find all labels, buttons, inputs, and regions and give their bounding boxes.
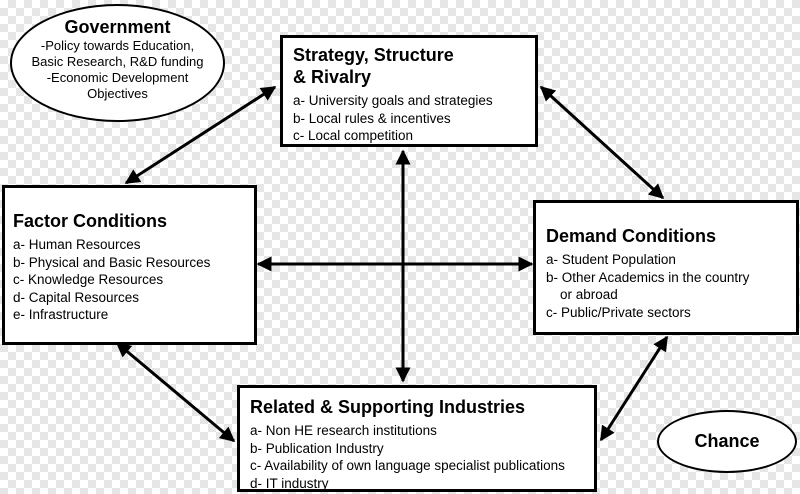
- list-item: a- University goals and strategies: [293, 93, 493, 108]
- arrow-strategy-demand: [539, 85, 665, 200]
- arrow-demand-related: [599, 335, 669, 442]
- factor-conditions-box: Factor Conditions a- Human Resources b- …: [2, 185, 257, 345]
- list-item: c- Knowledge Resources: [13, 272, 164, 287]
- list-item: a- Non HE research institutions: [250, 423, 437, 438]
- list-item: or abroad: [560, 287, 618, 302]
- list-item: b- Publication Industry: [250, 440, 384, 456]
- list-item: b- Local rules & incentives: [293, 110, 451, 126]
- government-item: Objectives: [87, 86, 148, 101]
- arrow-factor-related: [115, 341, 236, 443]
- strategy-title-line2: & Rivalry: [293, 67, 372, 87]
- government-ellipse: Government -Policy towards Education, Ba…: [10, 4, 225, 122]
- list-item: e- Infrastructure: [13, 307, 109, 322]
- related-list: a- Non HE research institutions b- Publi…: [250, 422, 586, 492]
- government-title: Government: [64, 17, 171, 37]
- demand-list: a- Student Population b- Other Academics…: [546, 251, 788, 321]
- related-supporting-industries-box: Related & Supporting Industries a- Non H…: [237, 385, 597, 492]
- factor-title: Factor Conditions: [13, 211, 167, 231]
- list-item: a- Human Resources: [13, 237, 141, 252]
- factor-list: a- Human Resources b- Physical and Basic…: [13, 236, 246, 324]
- demand-title: Demand Conditions: [546, 226, 716, 246]
- government-item: -Policy towards Education,: [40, 38, 195, 53]
- list-item: c- Public/Private sectors: [546, 304, 691, 320]
- list-item: a- Student Population: [546, 252, 676, 267]
- chance-ellipse: Chance: [657, 410, 797, 473]
- list-item: c- Availability of own language speciali…: [250, 458, 565, 473]
- government-item: -Economic Development: [46, 70, 189, 85]
- demand-conditions-box: Demand Conditions a- Student Population …: [533, 200, 799, 335]
- related-title: Related & Supporting Industries: [250, 397, 526, 417]
- list-item: d- Capital Resources: [13, 289, 140, 305]
- chance-label: Chance: [694, 431, 760, 451]
- list-item: b- Other Academics in the country: [546, 269, 750, 285]
- strategy-title-line1: Strategy, Structure: [293, 45, 454, 65]
- arrow-strategy-factor: [124, 85, 277, 185]
- strategy-list: a- University goals and strategies b- Lo…: [293, 92, 527, 145]
- list-item: b- Physical and Basic Resources: [13, 254, 211, 270]
- list-item: d- IT industry: [250, 475, 329, 491]
- government-item: Basic Research, R&D funding: [31, 54, 204, 69]
- strategy-structure-rivalry-box: Strategy, Structure & Rivalry a- Univers…: [280, 35, 538, 147]
- list-item: c- Local competition: [293, 128, 414, 143]
